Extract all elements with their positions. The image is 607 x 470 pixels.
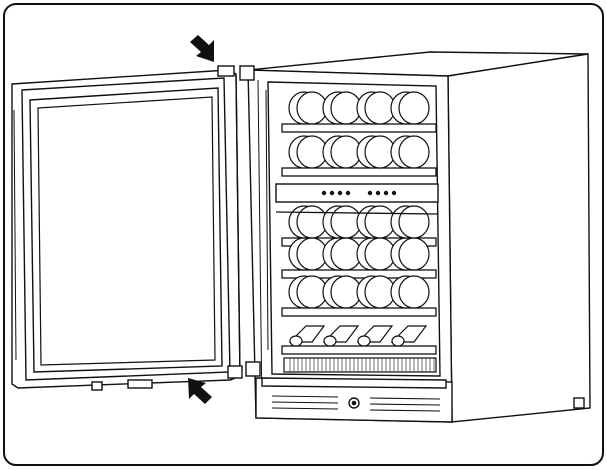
cabinet-foot: [573, 397, 585, 409]
vent-left: [271, 395, 339, 410]
panel-button-icon: [329, 190, 335, 196]
bottle-cap: [391, 335, 405, 347]
door: [11, 65, 243, 391]
door-clip-right: [127, 379, 153, 389]
panel-button-icon: [337, 190, 343, 196]
shelf-rail: [281, 167, 437, 177]
panel-button-icon: [375, 190, 381, 196]
bottle-cap: [289, 335, 303, 347]
door-bottom-hinge: [227, 365, 243, 379]
bottle-cap: [357, 335, 371, 347]
panel-button-icon: [391, 190, 397, 196]
shelf-rail: [281, 307, 437, 317]
bottle-base: [398, 237, 430, 271]
bottle-base: [398, 135, 430, 169]
cabinet-rail-2: [265, 89, 269, 351]
bottle-base: [398, 205, 430, 239]
door-glass: [37, 96, 216, 366]
arrow-bottom-icon: [188, 378, 212, 404]
vent-right: [369, 397, 441, 412]
cabinet-bottom-hinge: [245, 361, 261, 377]
control-panel: [275, 183, 439, 203]
cabinet-rail: [257, 79, 263, 411]
bottle-base: [398, 275, 430, 309]
bottle-base: [398, 91, 430, 125]
door-clip-left: [91, 381, 103, 391]
cabinet-base: [255, 377, 585, 423]
base-top-strip: [261, 377, 447, 389]
bottom-rack: [283, 357, 437, 373]
arrows: [188, 35, 214, 404]
door-top-hinge: [217, 65, 235, 77]
zone-divider: [275, 211, 439, 215]
shelf-rail: [281, 269, 437, 279]
panel-button-icon: [345, 190, 351, 196]
cabinet-side: [447, 53, 591, 423]
cabinet-interior: [275, 91, 439, 373]
cabinet-top-hinge: [239, 65, 255, 81]
door-handle-edge: [13, 109, 17, 361]
shelf-rail: [281, 123, 437, 133]
shelf-rail: [281, 345, 437, 355]
panel-button-icon: [367, 190, 373, 196]
arrow-top-icon: [190, 35, 214, 62]
panel-button-icon: [383, 190, 389, 196]
panel-button-icon: [321, 190, 327, 196]
bottle-cap: [323, 335, 337, 347]
